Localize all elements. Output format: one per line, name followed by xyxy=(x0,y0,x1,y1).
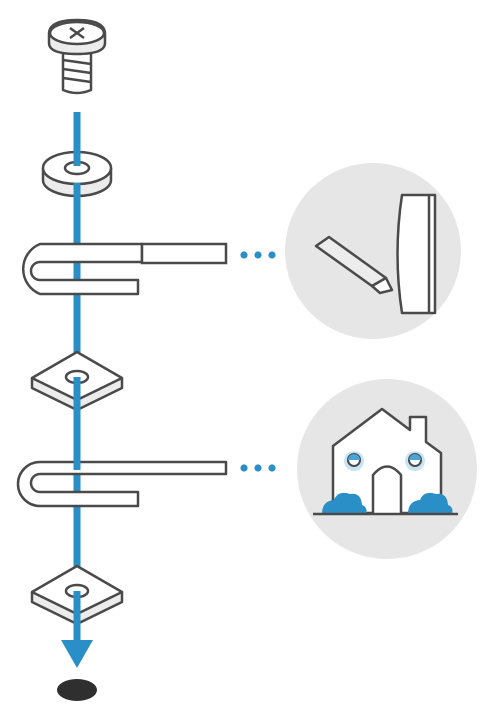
house-icon xyxy=(313,407,458,516)
arrow-head-icon xyxy=(61,640,93,668)
connector-dots-1 xyxy=(240,251,276,259)
round-washer-icon xyxy=(41,150,113,198)
connector-dots-2 xyxy=(240,464,276,472)
left-window-eye-icon xyxy=(344,451,364,471)
sensor-probe-icon xyxy=(314,193,437,315)
wire-clip-1 xyxy=(22,242,228,296)
right-bush-icon xyxy=(408,492,453,514)
right-window-eye-icon xyxy=(405,451,425,471)
ground-hole-icon xyxy=(57,679,97,701)
screw-icon xyxy=(47,18,107,95)
wire-clip-2 xyxy=(16,460,228,508)
sensor-lead xyxy=(140,242,228,265)
left-bush-icon xyxy=(322,492,367,514)
